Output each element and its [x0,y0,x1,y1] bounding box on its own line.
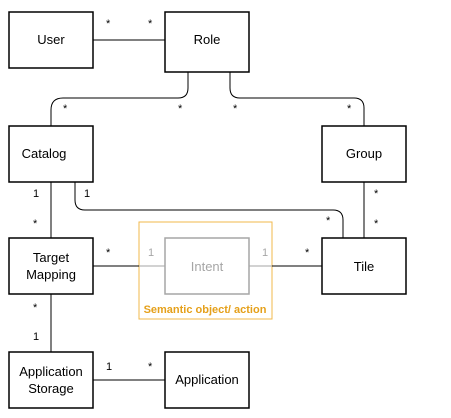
multiplicity-intent-tile-intent-end: 1 [262,247,268,259]
multiplicity-role-group-group-end: * [347,103,352,115]
node-target-mapping-label-line1: Target [33,250,70,265]
node-tile-label: Tile [354,259,374,274]
multiplicity-intent-tile-tile-end: * [305,247,310,259]
edge-catalog-tile [74,182,344,238]
multiplicity-user-role-role-end: * [148,18,153,30]
node-catalog-label: Catalog [22,146,67,161]
node-intent[interactable]: Intent [164,237,250,295]
node-intent-label: Intent [191,259,224,274]
node-tile[interactable]: Tile [321,237,407,295]
multiplicity-catalog-target-target-end: * [33,218,38,230]
node-application-storage[interactable]: Application Storage [8,351,94,409]
node-catalog[interactable]: Catalog [8,125,94,183]
multiplicity-target-storage-target-end: * [33,302,38,314]
edge-role-group [229,72,365,126]
node-user[interactable]: User [8,11,94,69]
node-application[interactable]: Application [164,351,250,409]
multiplicity-group-tile-group-end: * [374,188,379,200]
multiplicity-catalog-target-catalog-end: 1 [33,188,39,200]
multiplicity-catalog-tile-tile-end: * [326,215,331,227]
node-role-label: Role [194,32,221,47]
multiplicity-user-role-user-end: * [106,18,111,30]
edge-role-catalog [50,72,189,126]
node-application-storage-label-line2: Storage [28,381,74,396]
multiplicity-role-group-role-end: * [233,103,238,115]
multiplicity-target-intent-intent-end: 1 [148,247,154,259]
node-application-label: Application [175,372,239,387]
multiplicity-group-tile-tile-end: * [374,218,379,230]
node-user-label: User [37,32,65,47]
multiplicity-role-catalog-role-end: * [178,103,183,115]
multiplicity-storage-app-app-end: * [148,361,153,373]
group-label: Semantic object/ action [144,304,267,316]
node-group[interactable]: Group [321,125,407,183]
multiplicity-catalog-tile-catalog-end: 1 [84,188,90,200]
multiplicity-storage-app-storage-end: 1 [106,361,112,373]
multiplicity-role-catalog-catalog-end: * [63,103,68,115]
node-group-label: Group [346,146,382,161]
node-role[interactable]: Role [164,11,250,73]
semantic-object-action-group [138,221,273,320]
multiplicity-target-intent-target-end: * [106,247,111,259]
multiplicity-target-storage-storage-end: 1 [33,331,39,343]
node-target-mapping-label-line2: Mapping [26,267,76,282]
node-target-mapping[interactable]: Target Mapping [8,237,94,295]
node-application-storage-label-line1: Application [19,364,83,379]
